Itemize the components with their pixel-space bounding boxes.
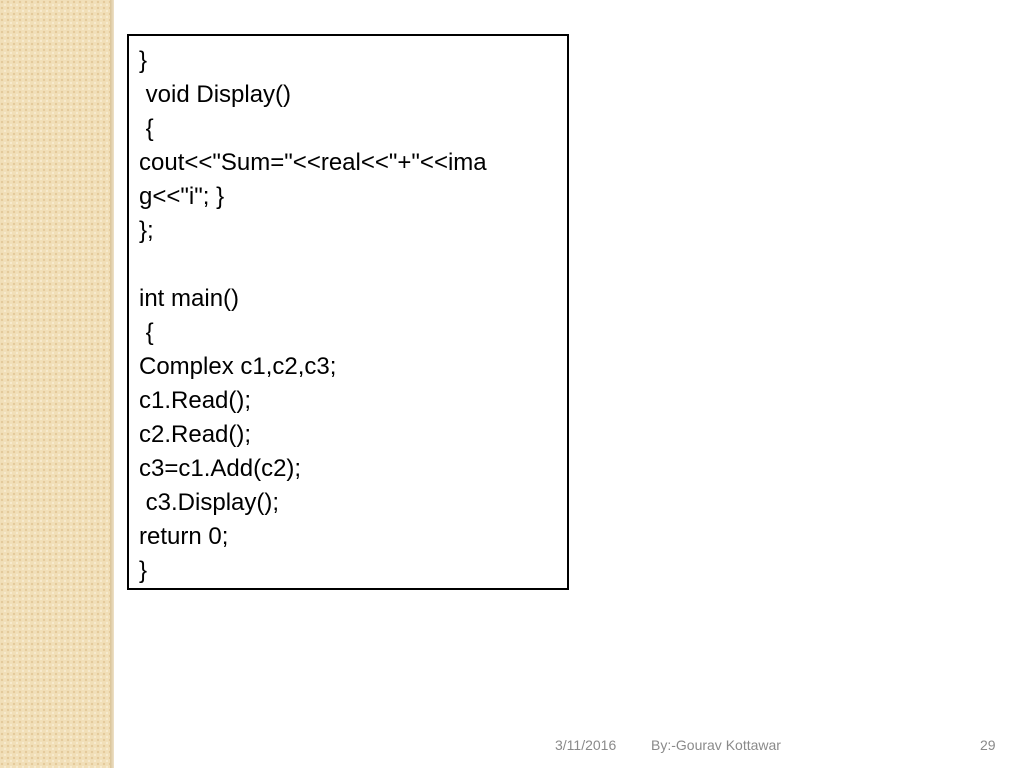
code-line [139,248,487,282]
code-box: } void Display() { cout<<"Sum="<<real<<"… [127,34,569,590]
code-line: g<<"i"; } [139,183,225,210]
code-lines: } void Display() { cout<<"Sum="<<real<<"… [139,44,487,588]
code-line: Complex c1,c2,c3; [139,353,337,380]
code-line: }; [139,217,154,244]
code-line: } [139,557,148,584]
code-line: c1.Read(); [139,387,252,414]
code-line: int main() [139,285,240,312]
code-line: { [139,115,154,142]
footer-page-number: 29 [980,737,996,753]
code-line: c3=c1.Add(c2); [139,455,302,482]
code-line: void Display() [139,81,292,108]
code-line: cout<<"Sum="<<real<<"+"<<ima [139,149,487,176]
footer-date: 3/11/2016 [555,737,617,753]
side-texture-panel [0,0,110,768]
code-line: c2.Read(); [139,421,252,448]
code-line: } [139,47,148,74]
footer-author: By:-Gourav Kottawar [651,737,781,753]
side-divider [110,0,114,768]
code-line: { [139,319,154,346]
code-line: return 0; [139,523,229,550]
code-line: c3.Display(); [139,489,280,516]
